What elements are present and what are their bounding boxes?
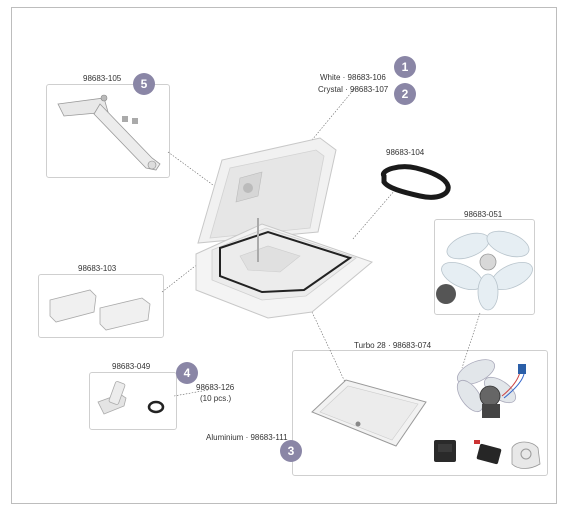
label-pcs: (10 pcs.): [200, 394, 232, 403]
label-98683-126: 98683-126: [196, 383, 235, 392]
label-aluminium: Aluminium · 98683-111: [206, 433, 288, 442]
gasket-seal: [381, 164, 451, 200]
roof-vent-lid: [197, 137, 337, 244]
label-98683-104: 98683-104: [386, 148, 425, 157]
mounting-bracket: [511, 441, 541, 469]
badge-2: 2: [394, 83, 416, 105]
switch-2: [474, 440, 502, 465]
badge-5: 5: [133, 73, 155, 95]
opening-arm: [57, 94, 161, 171]
label-98683-049: 98683-049: [112, 362, 151, 371]
part-box-turbo: [292, 350, 548, 476]
fan-cap: [436, 284, 456, 304]
o-ring: [147, 400, 165, 414]
aluminium-screen: [311, 379, 427, 447]
badge-3: 3: [280, 440, 302, 462]
label-98683-103: 98683-103: [78, 264, 117, 273]
switch-1: [434, 440, 456, 462]
badge-4: 4: [176, 362, 198, 384]
roof-vent-base: [195, 218, 374, 319]
part-box-049: [89, 372, 177, 430]
label-crystal: Crystal · 98683-107: [318, 85, 389, 94]
badge-1: 1: [394, 56, 416, 78]
fan-motor-assembly: [456, 359, 526, 418]
label-turbo: Turbo 28 · 98683-074: [354, 341, 432, 350]
label-white: White · 98683-106: [320, 73, 386, 82]
fan-blades: [441, 230, 533, 311]
handle-knob: [97, 381, 127, 415]
label-98683-105: 98683-105: [83, 74, 122, 83]
clips: [49, 289, 151, 331]
diagram-frame: [11, 7, 557, 504]
label-98683-051: 98683-051: [464, 210, 503, 219]
